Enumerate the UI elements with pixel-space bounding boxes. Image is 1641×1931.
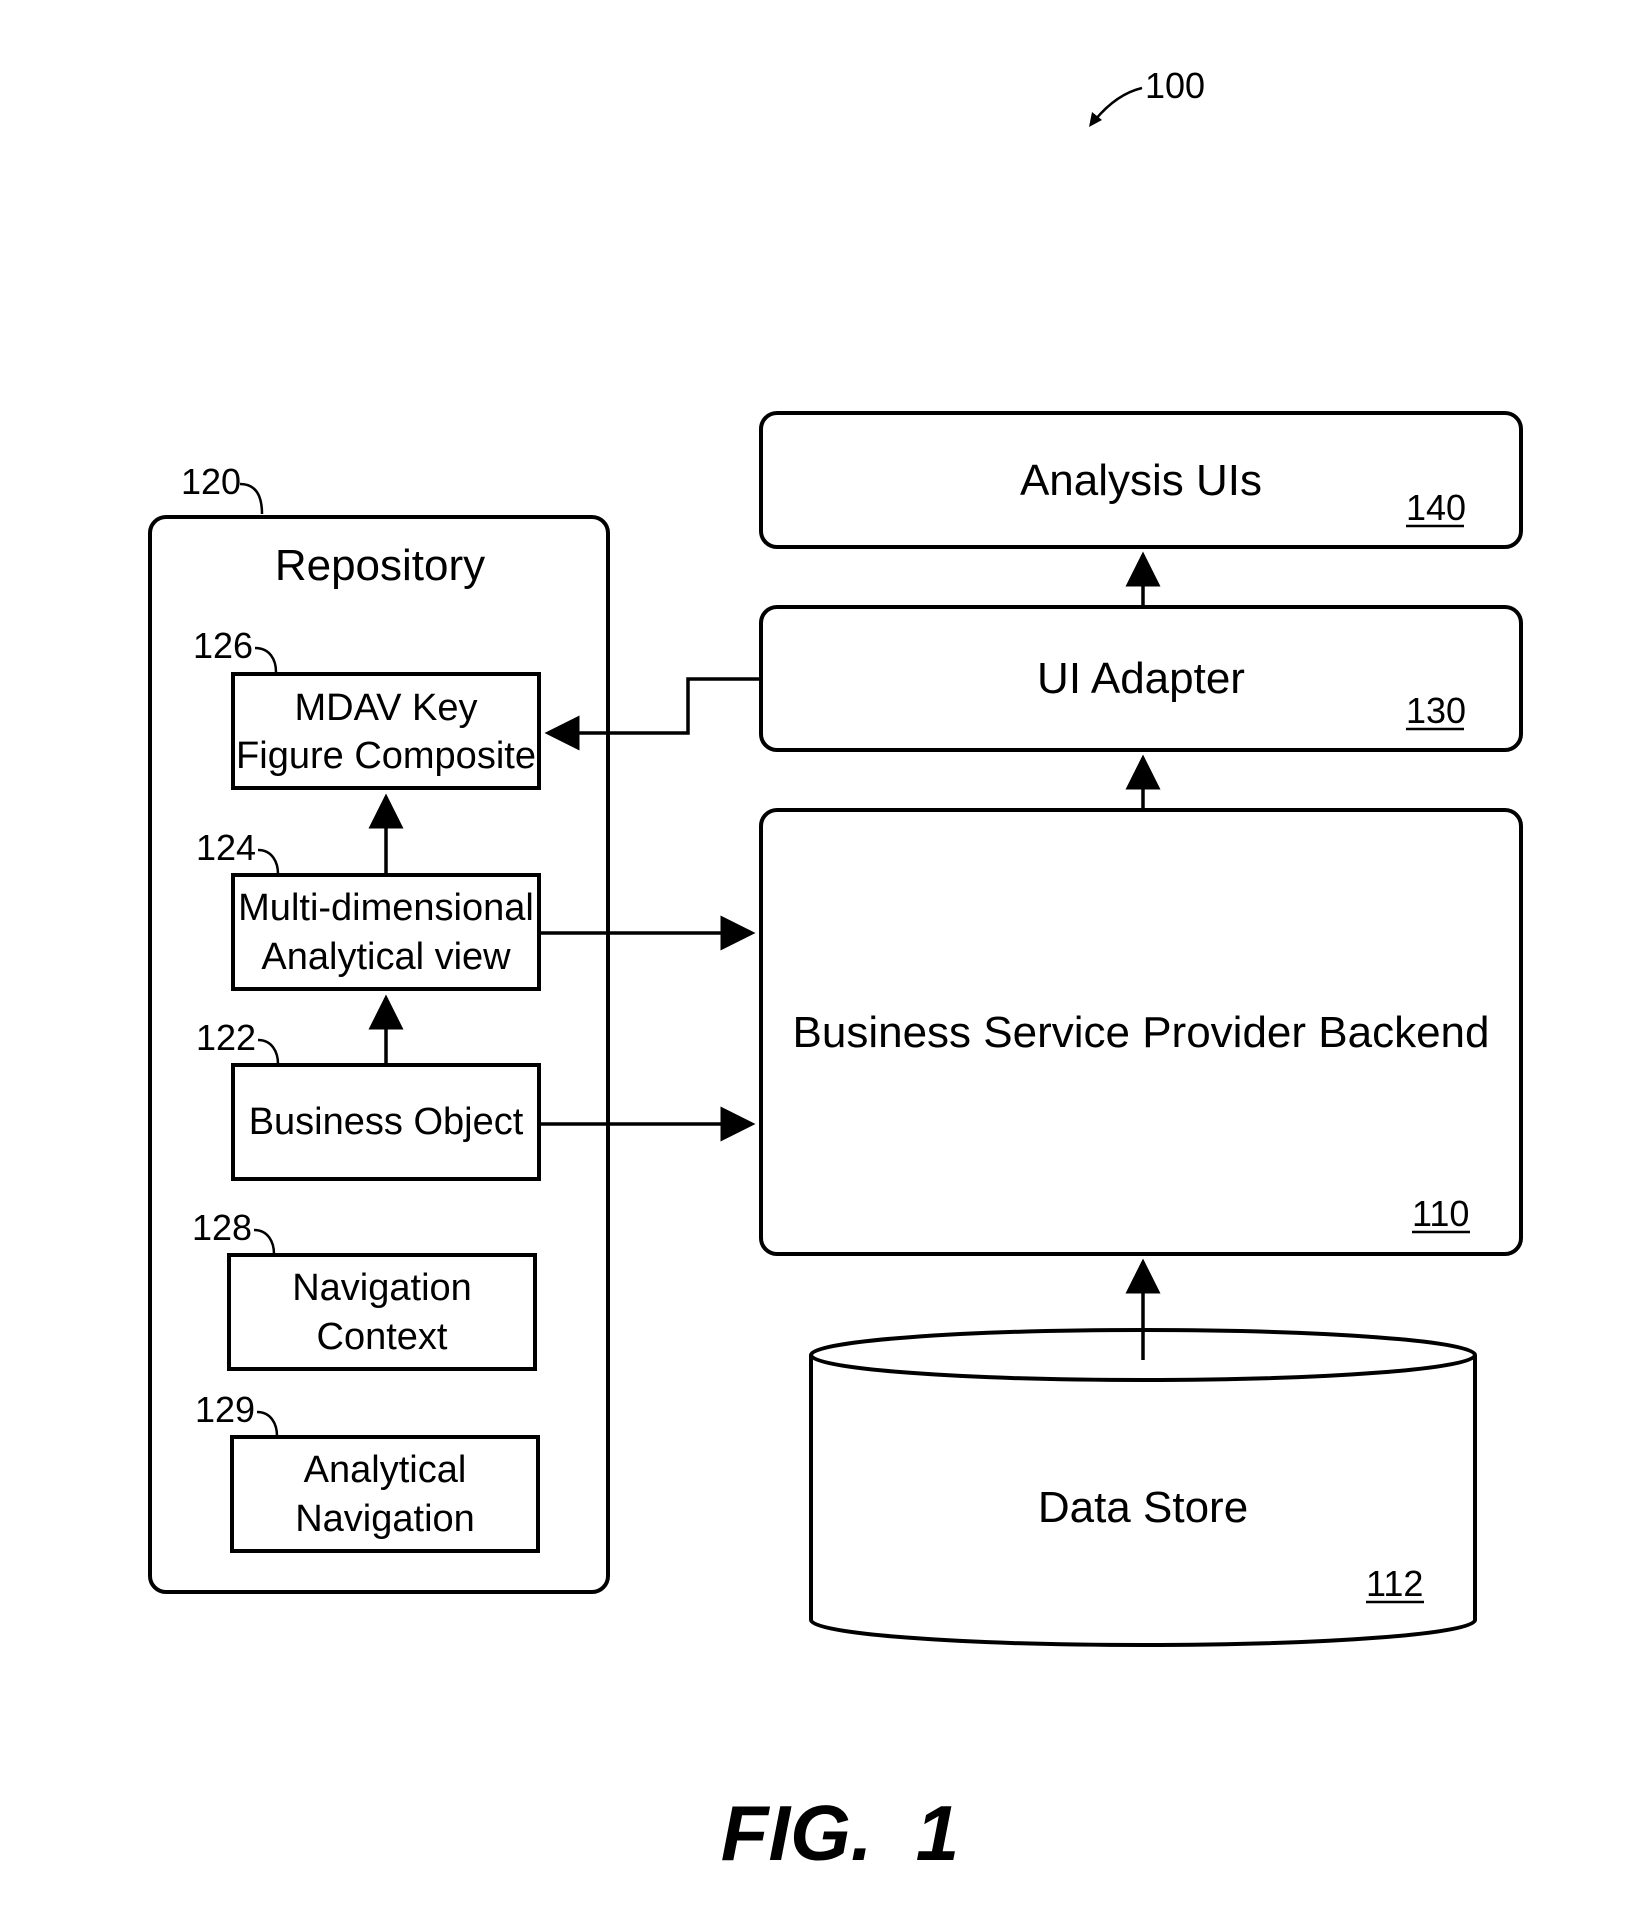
business-object-label: Business Object [249,1101,524,1143]
multidim-line2: Analytical view [261,936,511,978]
ref-100-pointer [1095,88,1142,120]
data-store-ref: 112 [1366,1563,1423,1604]
repository-title: Repository [275,541,485,590]
data-store: Data Store 112 [811,1330,1475,1645]
repository-ref-leader [240,484,262,514]
nav-context-ref: 128 [192,1207,252,1248]
nav-context-line1: Navigation [292,1267,472,1309]
nav-context-line2: Context [317,1316,448,1358]
figure-caption: FIG. 1 [721,1789,959,1877]
analysis-uis-ref: 140 [1406,487,1466,528]
multidim-ref: 124 [196,827,256,868]
analytical-nav-line1: Analytical [304,1449,467,1491]
business-object-ref: 122 [196,1017,256,1058]
mdav-line1: MDAV Key [294,687,477,729]
analytical-nav-line2: Navigation [295,1498,475,1540]
mdav-line2: Figure Composite [236,735,536,777]
data-store-label: Data Store [1038,1483,1248,1532]
ui-adapter-label: UI Adapter [1037,654,1245,703]
business-service-provider-backend: Business Service Provider Backend 110 [761,810,1521,1254]
backend-label: Business Service Provider Backend [793,1008,1490,1057]
backend-ref: 110 [1412,1193,1469,1234]
multidim-line1: Multi-dimensional [238,887,534,929]
figure-ref-100: 100 [1089,65,1205,127]
repository-ref: 120 [181,461,241,502]
mdav-ref: 126 [193,625,253,666]
ref-100-label: 100 [1145,65,1205,106]
ui-adapter: UI Adapter 130 [761,607,1521,750]
analytical-nav-ref: 129 [195,1389,255,1430]
ui-adapter-ref: 130 [1406,690,1466,731]
analysis-uis-label: Analysis UIs [1020,456,1262,505]
analysis-uis: Analysis UIs 140 [761,413,1521,547]
